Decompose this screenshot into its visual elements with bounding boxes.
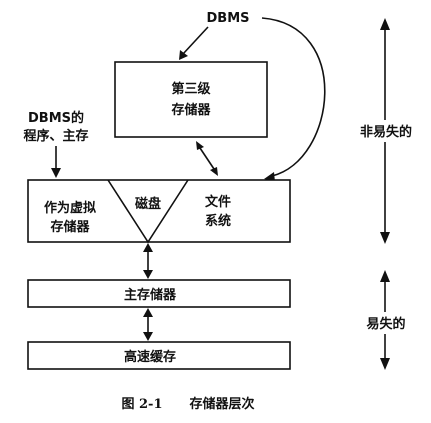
tertiary-disk-arrow-head-up <box>196 141 204 150</box>
volatile-arrow-head-down <box>380 358 390 370</box>
dbms-program-label-1: DBMS的 <box>28 110 84 126</box>
dbms-to-tertiary-arrow-head <box>179 50 188 60</box>
dbms-program-arrow-head <box>51 168 61 178</box>
virtual-memory-label-1: 作为虚拟 <box>44 200 96 216</box>
tertiary-disk-arrow-head-down <box>210 167 218 176</box>
virtual-memory-label-2: 存储器 <box>50 219 90 235</box>
main-cache-arrow-head-up <box>143 308 153 317</box>
disk-main-arrow-head-down <box>143 270 153 279</box>
volatile-label: 易失的 <box>366 316 405 332</box>
cache-box <box>27 341 291 370</box>
tertiary-storage-label-1: 第三级 <box>171 81 211 97</box>
disk-triangle <box>107 179 189 244</box>
disk-label: 磁盘 <box>135 196 161 212</box>
main-memory-box <box>27 279 291 308</box>
dbms-to-filesystem-curve <box>261 17 326 177</box>
nonvolatile-arrow-head-up <box>380 18 390 30</box>
volatile-label-backdrop <box>362 312 410 334</box>
volatile-arrow-head-up <box>380 270 390 282</box>
figure-title: 存储器层次 <box>189 396 254 412</box>
dbms-to-tertiary-arrow-line <box>182 26 209 55</box>
tertiary-storage-box <box>114 61 268 138</box>
tertiary-disk-arrow-line <box>199 147 215 170</box>
disk-main-arrow-head-up <box>143 243 153 252</box>
main-memory-label: 主存储器 <box>124 287 177 303</box>
main-cache-arrow-head-down <box>143 332 153 341</box>
nonvolatile-label: 非易失的 <box>360 124 412 140</box>
disk-block-box <box>27 179 291 243</box>
figure-number: 图 2-1 <box>121 397 162 412</box>
file-system-label-1: 文件 <box>205 194 231 210</box>
dbms-label: DBMS <box>207 11 250 26</box>
nonvolatile-arrow-head-down <box>380 232 390 244</box>
dbms-program-label-2: 程序、主存 <box>23 128 88 144</box>
cache-label: 高速缓存 <box>124 349 176 365</box>
file-system-label-2: 系统 <box>205 213 231 229</box>
nonvolatile-label-backdrop <box>358 120 414 142</box>
tertiary-storage-label-2: 存储器 <box>171 102 211 118</box>
